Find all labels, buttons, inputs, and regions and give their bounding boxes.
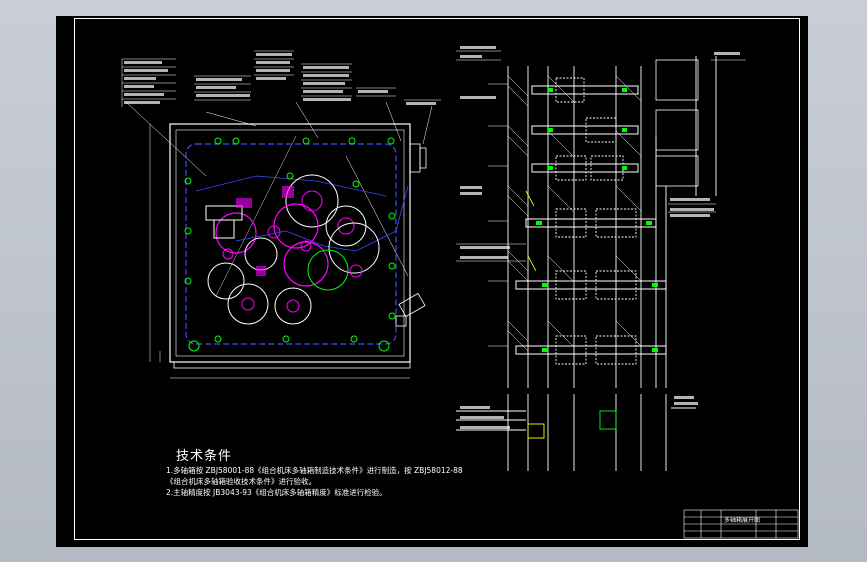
- cad-drawing: 多轴箱展开图: [121, 46, 799, 539]
- drawing-border: [74, 18, 800, 540]
- tech-condition-line-3: 2.主轴精度按 JB3043-93《组合机床多轴箱精度》标准进行检验。: [166, 488, 387, 497]
- drawing-sheet: 多轴箱展开图 技术条件 1.多轴箱按 ZBJ58001-88《组合机床多轴箱制造…: [56, 16, 808, 547]
- tech-condition-line-2: 《组合机床多轴箱验收技术条件》进行验收。: [166, 477, 316, 486]
- left-view-note-text: [124, 53, 436, 105]
- title-block-name: 多轴箱展开图: [724, 516, 760, 524]
- shaft-unfolded-view: [456, 46, 746, 388]
- tech-condition-line-1: 1.多轴箱按 ZBJ58001-88《组合机床多轴箱制造技术条件》进行制造，按 …: [166, 466, 463, 475]
- gearbox-front-view: [125, 101, 433, 379]
- title-block: [683, 509, 799, 539]
- tech-conditions-title: 技术条件: [176, 449, 233, 464]
- left-view-notes: [121, 50, 441, 107]
- detail-view: [456, 394, 696, 471]
